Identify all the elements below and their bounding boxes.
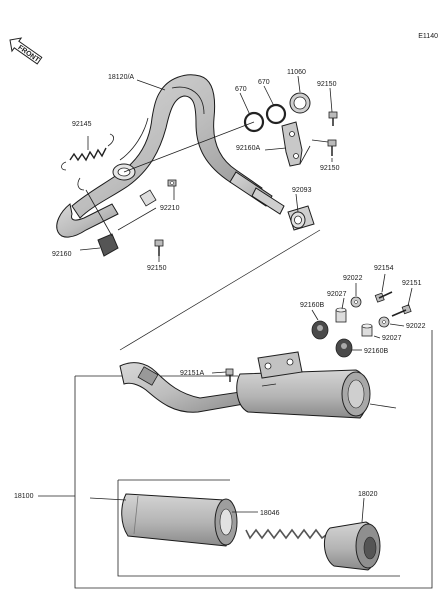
o-ring-670-b — [265, 103, 287, 125]
label-18100: 18100 — [14, 493, 34, 500]
collar-92027-a — [335, 307, 347, 323]
grommet-92160b-b — [335, 338, 353, 358]
label-18120a: 18120/A — [108, 74, 134, 81]
nut-92210 — [167, 179, 177, 187]
label-92150-a: 92150 — [317, 81, 337, 88]
label-92151: 92151 — [402, 280, 422, 287]
muffler-bracket — [257, 351, 303, 379]
label-92160: 92160 — [52, 251, 72, 258]
label-670-b: 670 — [258, 79, 270, 86]
bolt-92150-b — [327, 139, 337, 156]
label-18020: 18020 — [358, 491, 378, 498]
label-92151a: 92151A — [180, 370, 204, 377]
label-92027-a: 92027 — [327, 291, 347, 298]
end-cap-18020 — [245, 521, 381, 571]
label-92022-a: 92022 — [343, 275, 363, 282]
bolt-92150-c — [154, 239, 164, 256]
leader-lines-lower — [89, 497, 365, 523]
label-92160b-b: 92160B — [364, 348, 388, 355]
label-92022-b: 92022 — [406, 323, 426, 330]
bracket-92160a — [281, 121, 303, 167]
label-92027-b: 92027 — [382, 335, 402, 342]
label-92150-b: 92150 — [320, 165, 340, 172]
label-92154: 92154 — [374, 265, 394, 272]
washer-92022-a — [350, 296, 362, 308]
header-pipe — [56, 74, 285, 238]
front-arrow-icon: FRONT — [9, 37, 43, 65]
collar-92093 — [287, 205, 315, 231]
bolt-92154 — [374, 291, 393, 303]
bolt-92150-a — [328, 111, 338, 126]
washer-92022-b — [378, 316, 390, 328]
bolt-92151 — [391, 304, 412, 317]
spring-92145 — [61, 133, 114, 171]
diagram-code: E1140 — [418, 33, 438, 40]
collar-92027-b — [361, 323, 373, 337]
header-outlet-sleeve — [251, 187, 285, 215]
o-ring-670-a — [243, 111, 265, 133]
bolt-92151a — [225, 368, 234, 382]
label-670-a: 670 — [235, 86, 247, 93]
label-92160b-a: 92160B — [300, 302, 324, 309]
label-18046: 18046 — [260, 510, 280, 517]
gasket-11060 — [289, 92, 311, 114]
part-labels: 18120/A 670 670 11060 92150 92145 92160A… — [14, 69, 426, 517]
muffler-assembly — [119, 351, 397, 419]
inner-box — [117, 479, 400, 577]
label-92150-c: 92150 — [147, 265, 167, 272]
leader-lines-middle — [211, 273, 413, 374]
grommet-92160b-a — [311, 320, 329, 340]
label-92145: 92145 — [72, 121, 92, 128]
leader-lines-upper — [79, 75, 333, 351]
silencer-core-18046 — [121, 493, 238, 547]
label-92093: 92093 — [292, 187, 312, 194]
damper-92160 — [97, 233, 119, 257]
label-92160a: 92160A — [236, 145, 260, 152]
label-11060: 11060 — [287, 69, 306, 76]
label-92210: 92210 — [160, 205, 180, 212]
